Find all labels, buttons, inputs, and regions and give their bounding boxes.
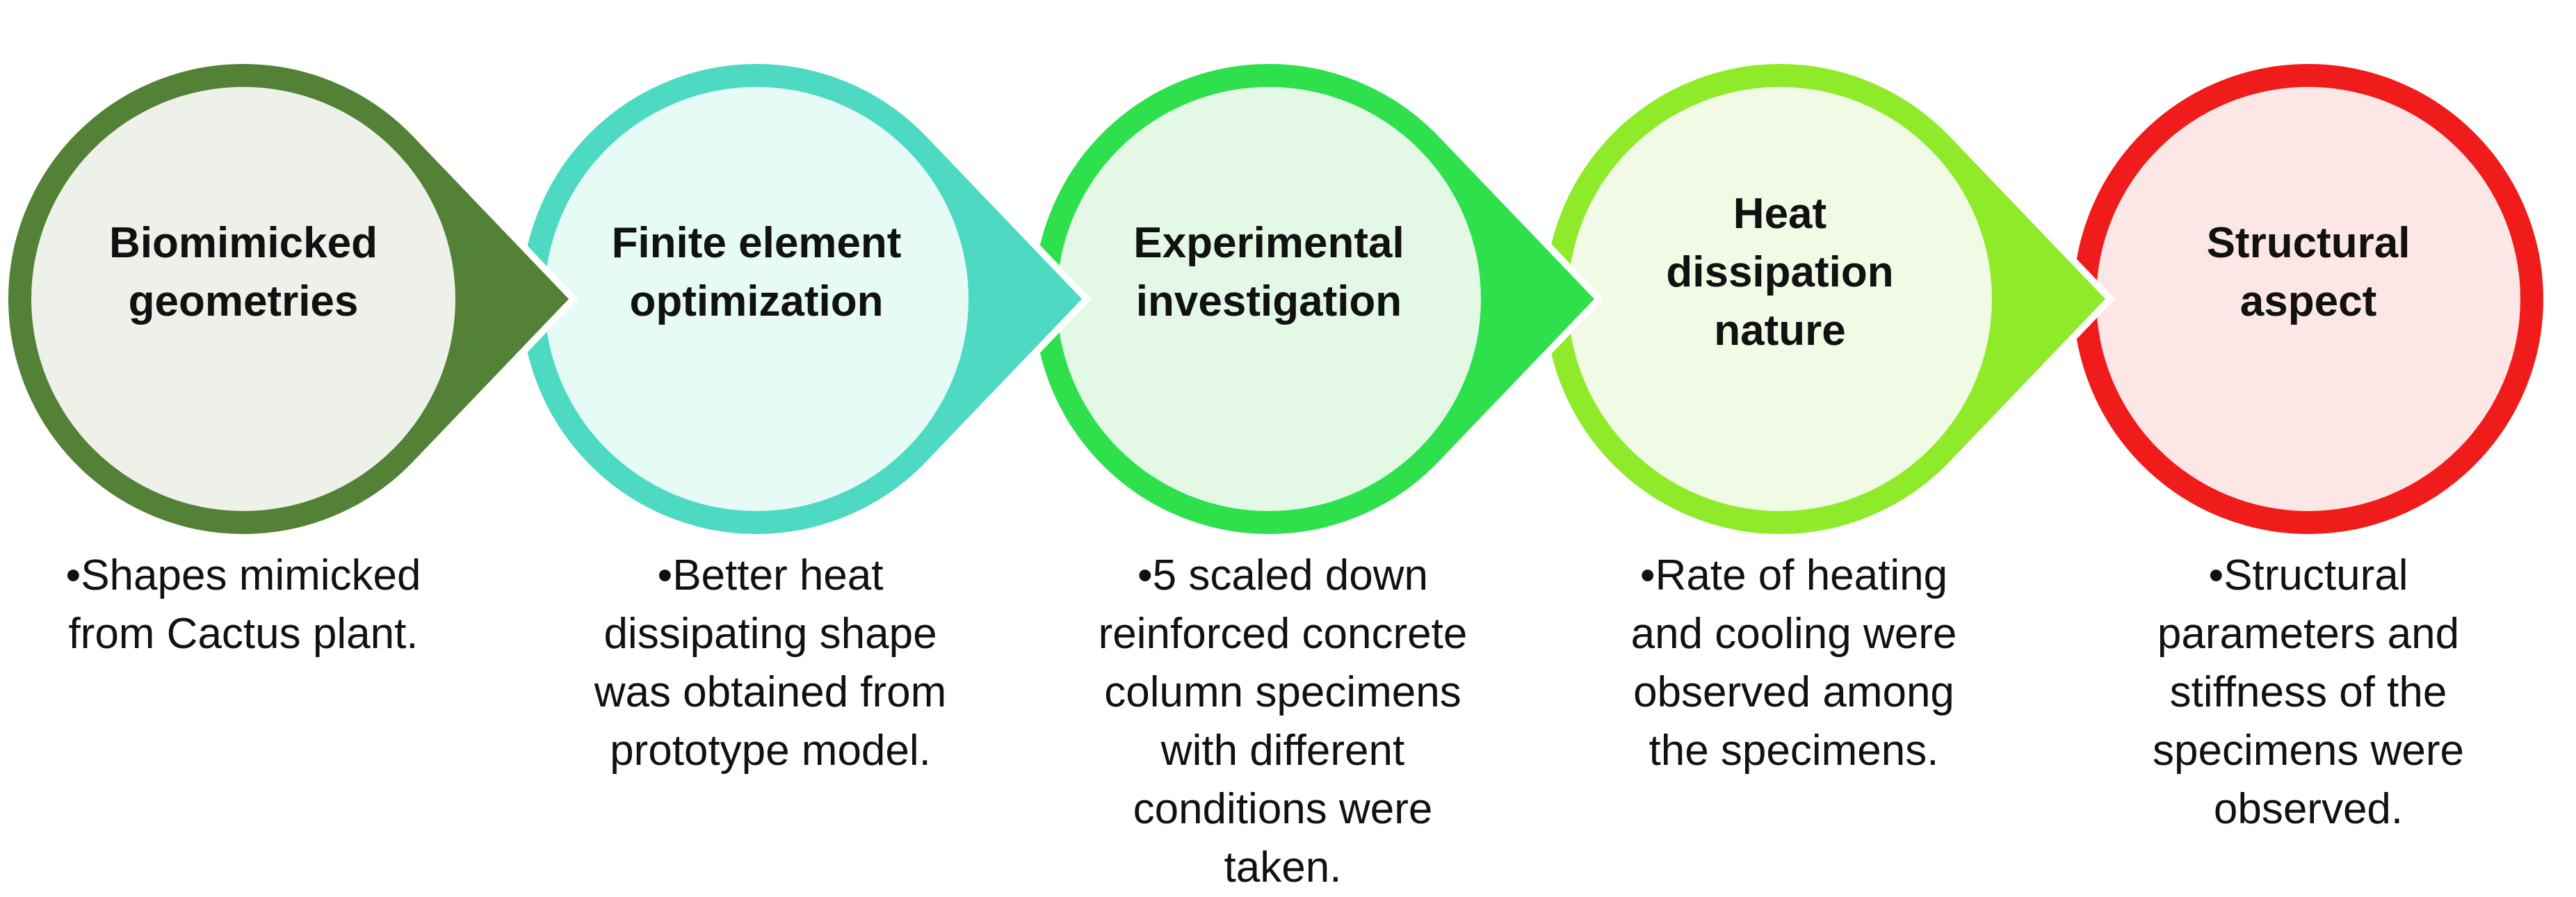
stage-5-node bbox=[2066, 57, 2550, 541]
stage-4-inner-circle bbox=[1568, 87, 1992, 511]
stage-1-inner-circle bbox=[31, 87, 455, 511]
stage-1-description: •Shapes mimicked from Cactus plant. bbox=[65, 551, 421, 658]
stage-3-inner-circle bbox=[1057, 87, 1481, 511]
stage-2-node bbox=[514, 57, 1092, 541]
stage-5-description: •Structural parameters and stiffness of … bbox=[2153, 551, 2464, 833]
stage-2-inner-circle bbox=[544, 87, 969, 511]
stage-1-node bbox=[1, 57, 578, 541]
stage-2-description: •Better heat dissipating shape was obtai… bbox=[594, 551, 947, 775]
stage-5-inner-circle bbox=[2096, 87, 2520, 511]
stage-4-description: •Rate of heating and cooling were observ… bbox=[1630, 551, 1957, 775]
stage-3-title: Experimental investigation bbox=[1133, 219, 1404, 325]
stage-2-title: Finite element optimization bbox=[611, 219, 902, 325]
stage-5-title: Structural aspect bbox=[2206, 219, 2411, 325]
stage-1-title: Biomimicked geometries bbox=[109, 219, 378, 325]
stage-4-node bbox=[1537, 57, 2115, 541]
process-flow bbox=[1, 57, 2550, 541]
stage-3-description: •5 scaled down reinforced concrete colum… bbox=[1098, 551, 1468, 891]
stage-4-title: Heat dissipation nature bbox=[1666, 190, 1894, 355]
